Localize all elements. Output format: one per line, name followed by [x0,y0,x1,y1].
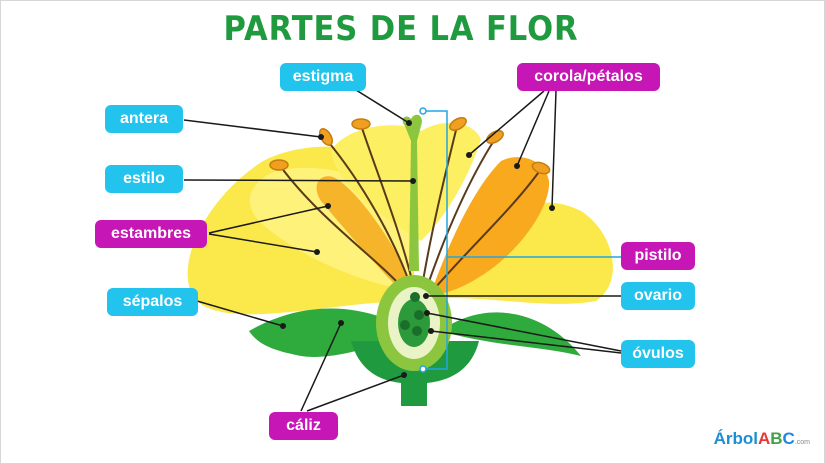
label-ovario: ovario [621,282,695,310]
label-sepalos: sépalos [107,288,198,316]
ovules [400,292,424,336]
petal-left-orange [316,176,406,296]
label-caliz: cáliz [269,412,338,440]
pistil-bracket [419,107,621,373]
label-estilo: estilo [105,165,183,193]
label-estambres: estambres [95,220,207,248]
arbolabc-logo: ÁrbolABC.com [713,429,810,448]
label-estigma: estigma [280,63,366,91]
pistil-style [402,114,422,271]
anthers [269,117,551,175]
label-ovulos: óvulos [621,340,695,368]
leader-dots [280,120,555,378]
leader-lines [183,89,622,412]
label-pistilo: pistilo [621,242,695,270]
label-antera: antera [105,105,183,133]
petal-back-left [331,122,481,241]
logo-word: Árbol [713,429,758,448]
page-title: PARTES DE LA FLOR [223,9,579,49]
label-corola: corola/pétalos [517,63,660,91]
